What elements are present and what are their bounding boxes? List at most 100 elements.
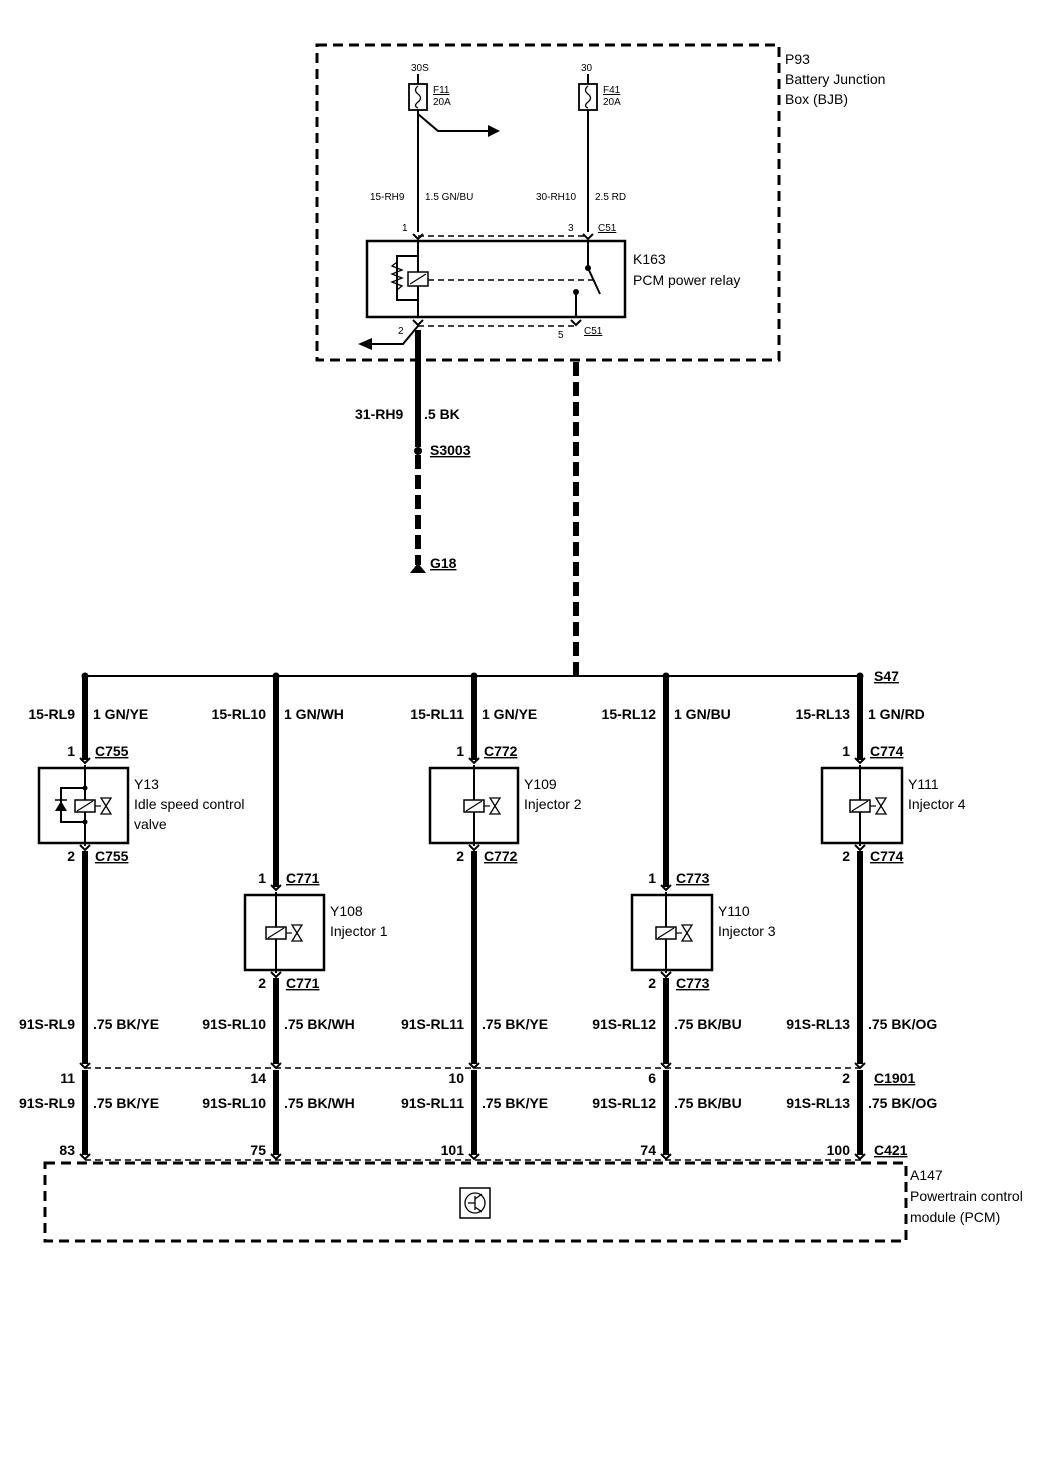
component-name-y111: Injector 4 [908, 796, 966, 812]
bjb-id: P93 [785, 51, 810, 67]
c421-pin: 74 [640, 1142, 656, 1158]
pcm-boundary [43, 1161, 908, 1243]
pcm-wire-label: .75 BK/WH [284, 1095, 355, 1111]
bjb-name-line1: Battery Junction [785, 71, 885, 87]
component-name-y13: Idle speed control [134, 796, 245, 812]
connector-chevron [660, 1153, 672, 1161]
ground-point-g18: G18 [430, 555, 457, 571]
c421-pin: 101 [441, 1142, 465, 1158]
pin-in: 1 [648, 870, 656, 886]
pcm-circuit-label: 91S-RL12 [592, 1095, 656, 1111]
pin-out: 2 [842, 848, 850, 864]
c421-pin: 83 [59, 1142, 75, 1158]
pin-out: 2 [67, 848, 75, 864]
fuse-f41-id: F41 [603, 85, 621, 96]
bus-junction-dot [662, 672, 670, 680]
relay-k163: 1 3 C51 K163 PCM power relay 2 5 C51 [358, 223, 740, 350]
pcm-circuit-label: 91S-RL10 [202, 1095, 266, 1111]
pcm-circuit-label: 91S-RL11 [401, 1095, 464, 1111]
incoming-arrow-icon [358, 338, 372, 350]
connector-out: C771 [286, 975, 320, 991]
return-circuit-label: 91S-RL11 [401, 1016, 464, 1032]
splice-s3003-dot [414, 447, 422, 455]
circuit-label: 15-RL13 [796, 706, 851, 722]
valve-icon [680, 924, 694, 942]
diode-icon [55, 801, 67, 811]
connector-chevron [660, 884, 672, 892]
return-circuit-label: 91S-RL12 [592, 1016, 656, 1032]
pin-in: 1 [67, 743, 75, 759]
fuse-f41: 30 F41 20A [578, 63, 621, 232]
ground-symbol-icon [410, 563, 426, 573]
pcm-wire-label: .75 BK/YE [482, 1095, 548, 1111]
connector-chevron [468, 1153, 480, 1161]
ground-circuit: 31-RH9 [355, 406, 403, 422]
c1901-pin: 10 [448, 1070, 464, 1086]
valve-icon [874, 797, 888, 815]
connector-in: C774 [870, 743, 904, 759]
feed-circuit-15-rh9: 15-RH9 [370, 192, 405, 203]
pin-in: 1 [258, 870, 266, 886]
splice-s47: S47 [874, 668, 899, 684]
circuit-label: 15-RL10 [212, 706, 267, 722]
continuation-arrow-icon [488, 125, 500, 137]
pcm-wire-label: .75 BK/OG [868, 1095, 937, 1111]
component-id-y111: Y111 [908, 776, 939, 792]
connector-in: C771 [286, 870, 320, 886]
component-name-y108: Injector 1 [330, 923, 388, 939]
return-circuit-label: 91S-RL9 [19, 1016, 75, 1032]
c421-pin: 75 [250, 1142, 266, 1158]
connector-in: C773 [676, 870, 710, 886]
return-wire-label: .75 BK/YE [93, 1016, 159, 1032]
fuse-f41-terminal: 30 [581, 63, 593, 74]
return-wire-label: .75 BK/YE [482, 1016, 548, 1032]
circuit-label: 15-RL12 [602, 706, 657, 722]
return-wire-label: .75 BK/WH [284, 1016, 355, 1032]
relay-pin1: 1 [402, 223, 408, 234]
component-id-y13: Y13 [134, 776, 159, 792]
feed-wire-30-rh10: 2.5 RD [595, 192, 626, 203]
pin-in: 1 [842, 743, 850, 759]
fuse-f11-rating: 20A [433, 97, 451, 108]
c1901-pin: 2 [842, 1070, 850, 1086]
bjb-name-line2: Box (BJB) [785, 91, 848, 107]
fuse-f11-terminal: 30S [411, 63, 429, 74]
ground-wire-label: .5 BK [424, 406, 460, 422]
fuse-f11: 30S F11 20A [408, 63, 500, 232]
component-id-y110: Y110 [718, 903, 750, 919]
component-id-y108: Y108 [330, 903, 363, 919]
return-wire-label: .75 BK/BU [674, 1016, 742, 1032]
c1901-pin: 14 [250, 1070, 266, 1086]
component-name2-y13: valve [134, 816, 167, 832]
pcm-circuit-label: 91S-RL9 [19, 1095, 75, 1111]
bus-junction-dot [470, 672, 478, 680]
relay-switch-contact-icon [587, 267, 601, 295]
circuit-label: 15-RL11 [410, 706, 464, 722]
feed-circuit-30-rh10: 30-RH10 [536, 192, 576, 203]
component-name-y109: Injector 2 [524, 796, 582, 812]
return-circuit-label: 91S-RL10 [202, 1016, 266, 1032]
pin-out: 2 [258, 975, 266, 991]
pcm-wire-label: .75 BK/YE [93, 1095, 159, 1111]
bus-junction-dot [272, 672, 280, 680]
bus-junction-dot [856, 672, 864, 680]
connector-out: C755 [95, 848, 129, 864]
connector-chevron [468, 1062, 480, 1070]
connector-chevron [468, 844, 480, 852]
connector-in: C772 [484, 743, 518, 759]
connector-in: C755 [95, 743, 129, 759]
fuse-f11-id: F11 [433, 85, 450, 96]
connector-chevron [270, 1153, 282, 1161]
pcm-circuit-label: 91S-RL13 [786, 1095, 850, 1111]
pin-in: 1 [456, 743, 464, 759]
pcm-name-line1: Powertrain control [910, 1188, 1023, 1204]
connector-c1901: C1901 [874, 1070, 915, 1086]
pcm-wire-label: .75 BK/BU [674, 1095, 742, 1111]
return-circuit-label: 91S-RL13 [786, 1016, 850, 1032]
valve-icon [99, 797, 113, 815]
relay-id: K163 [633, 251, 666, 267]
connector-chevron [79, 1153, 91, 1161]
c1901-pin: 6 [648, 1070, 656, 1086]
circuit-label: 15-RL9 [28, 706, 75, 722]
